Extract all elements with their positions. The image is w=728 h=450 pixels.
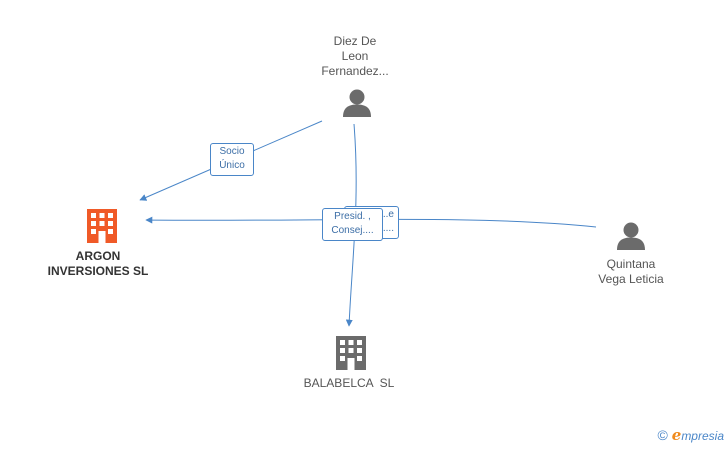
person-icon-diez[interactable] — [343, 89, 371, 118]
relation-label-line: Consej.... — [331, 225, 374, 236]
node-label-line: Vega Leticia — [598, 272, 664, 286]
node-label-diez[interactable]: Diez De Leon Fernandez... — [305, 34, 405, 79]
brand-initial: e — [671, 426, 682, 444]
node-label-line: ARGON — [75, 249, 121, 263]
empresia-footer: © empresia — [657, 426, 724, 444]
empresia-logo[interactable]: empresia — [672, 426, 724, 444]
node-label-line: Quintana — [606, 257, 656, 271]
node-label-line: Fernandez... — [321, 64, 389, 78]
relation-label-line: ...e — [380, 209, 394, 220]
node-label-line: INVERSIONES SL — [47, 264, 149, 278]
relation-label-line: .... — [382, 223, 394, 234]
node-label-line: Leon — [341, 49, 369, 63]
building-icon-argon[interactable] — [87, 209, 117, 243]
node-label-balabelca[interactable]: BALABELCA SL — [289, 376, 409, 391]
relation-label-line: Presid. , — [334, 211, 371, 222]
building-icon-balabelca[interactable] — [336, 336, 366, 370]
relation-label-line: Único — [219, 160, 245, 171]
relation-label-socio[interactable]: Socio Único — [210, 143, 254, 176]
node-label-quintana[interactable]: Quintana Vega Leticia — [581, 257, 681, 287]
relation-label-presid[interactable]: Presid. , Consej.... — [322, 208, 383, 241]
person-icon-quintana[interactable] — [617, 222, 645, 251]
node-label-line: BALABELCA SL — [303, 376, 395, 390]
copyright-icon: © — [657, 427, 668, 443]
node-label-line: Diez De — [333, 34, 377, 48]
node-label-argon[interactable]: ARGON INVERSIONES SL — [38, 249, 158, 279]
relation-label-line: Socio — [219, 146, 245, 157]
brand-name: mpresia — [681, 429, 724, 443]
